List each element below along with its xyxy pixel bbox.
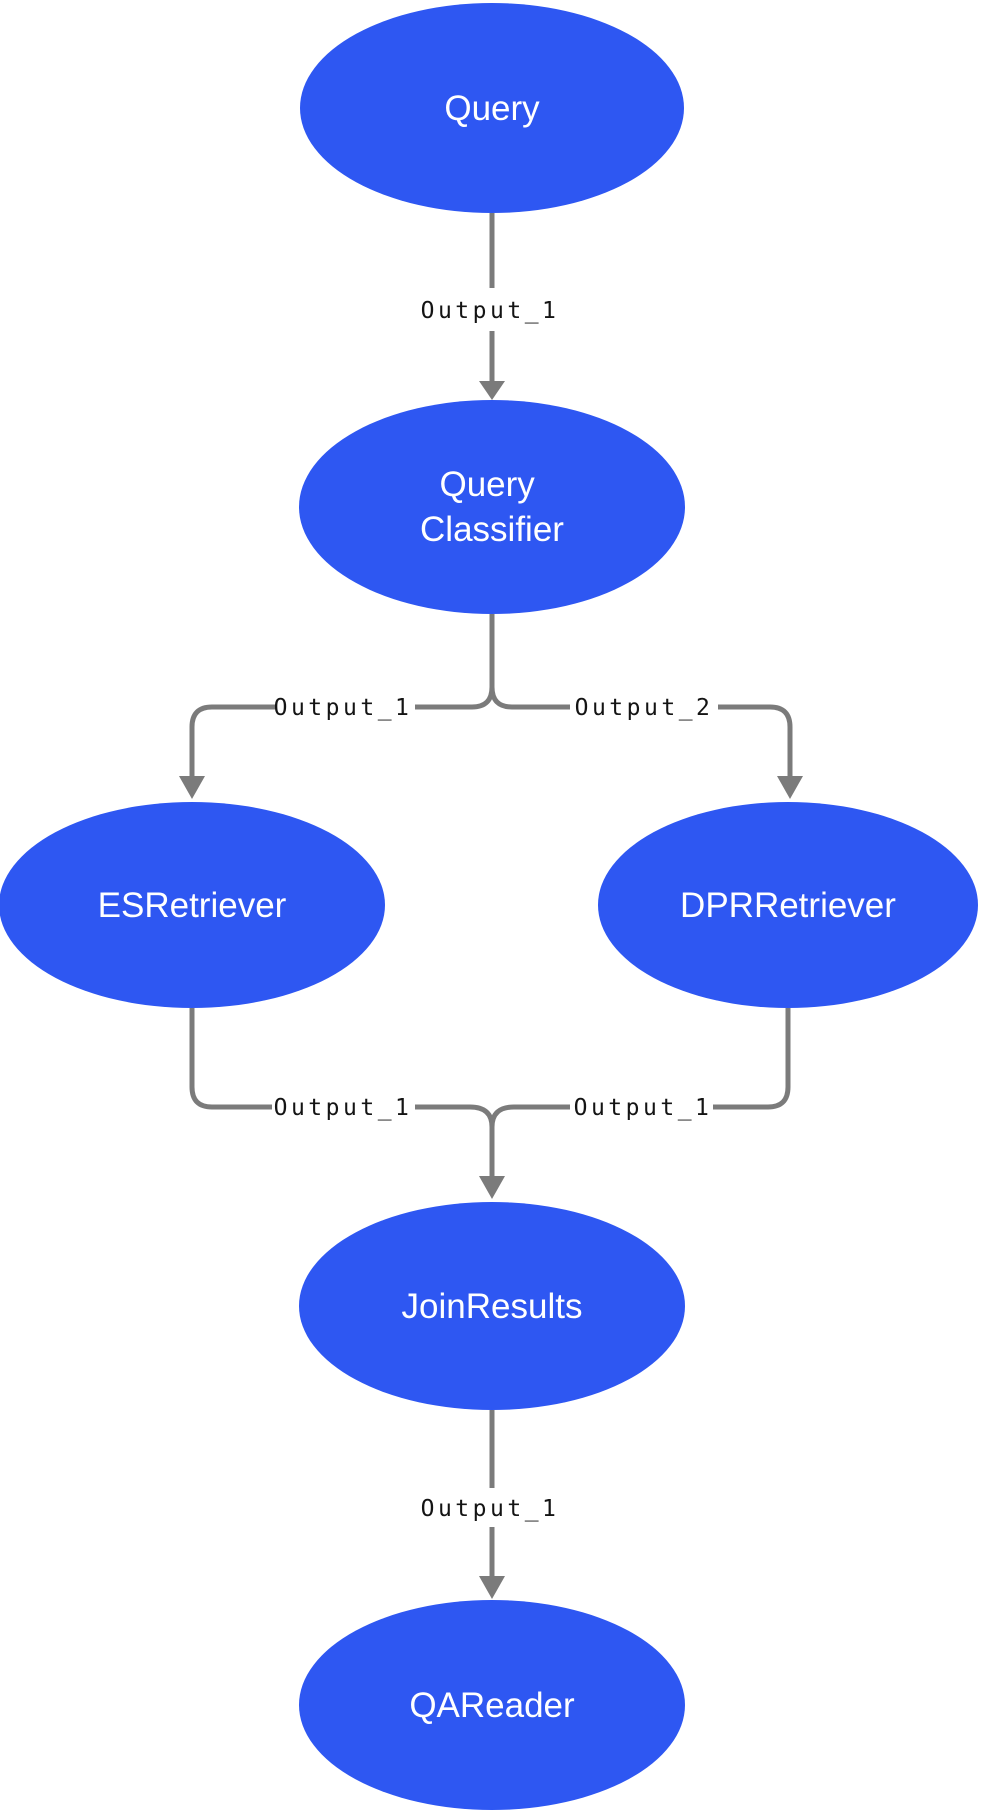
node-ellipse <box>299 1202 685 1410</box>
node-label-joinresults: JoinResults <box>402 1287 583 1326</box>
node-label-dprretriever: DPRRetriever <box>680 886 896 925</box>
arrowhead-icon <box>179 776 205 799</box>
edge-label-output1: Output_1 <box>274 1095 413 1121</box>
node-es-retriever: ESRetriever <box>0 802 385 1008</box>
node-join-results: JoinResults <box>299 1202 685 1410</box>
edge-line <box>718 704 793 777</box>
edge-label-output1: Output_1 <box>574 1095 713 1121</box>
node-ellipse <box>300 3 684 213</box>
edge-esretriever-to-joinresults: Output_1 <box>189 1008 495 1128</box>
edge-label-output2: Output_2 <box>575 695 714 721</box>
node-label-line2: Classifier <box>420 510 564 549</box>
edge-query-to-queryclassifier: Output_1 <box>421 213 560 400</box>
edge-label-output1: Output_1 <box>421 298 560 324</box>
node-label-line1: Query <box>439 465 535 504</box>
node-ellipse <box>299 1600 685 1810</box>
node-dpr-retriever: DPRRetriever <box>598 802 978 1008</box>
edge-merge-stem <box>479 1127 505 1199</box>
arrowhead-icon <box>777 776 803 799</box>
node-label-query-classifier: Query Classifier <box>420 465 564 549</box>
node-ellipse <box>0 802 385 1008</box>
node-ellipse <box>299 400 685 614</box>
node-qa-reader: QAReader <box>299 1600 685 1810</box>
node-label-esretriever: ESRetriever <box>98 886 287 925</box>
edge-line <box>713 1008 791 1110</box>
edge-line <box>489 686 570 710</box>
edge-dprretriever-to-joinresults: Output_1 <box>489 1008 791 1128</box>
arrowhead-icon <box>479 1176 505 1199</box>
edge-label-output1: Output_1 <box>274 695 413 721</box>
edge-line <box>189 1008 272 1110</box>
node-query: Query <box>300 3 684 213</box>
node-label-qareader: QAReader <box>409 1686 575 1725</box>
node-ellipse <box>598 802 978 1008</box>
node-label-query: Query <box>444 89 540 128</box>
node-query-classifier: Query Classifier <box>299 400 685 614</box>
arrowhead-icon <box>479 381 505 400</box>
edge-queryclassifier-to-dprretriever: Output_2 <box>489 686 803 799</box>
edge-line <box>415 686 495 710</box>
edge-line <box>189 704 277 777</box>
edge-line <box>415 1104 495 1128</box>
edge-label-output1: Output_1 <box>421 1496 560 1522</box>
edge-queryclassifier-to-esretriever: Output_1 <box>179 614 495 799</box>
edge-line <box>489 1104 570 1128</box>
arrowhead-icon <box>479 1576 505 1599</box>
edge-joinresults-to-qareader: Output_1 <box>421 1410 560 1599</box>
